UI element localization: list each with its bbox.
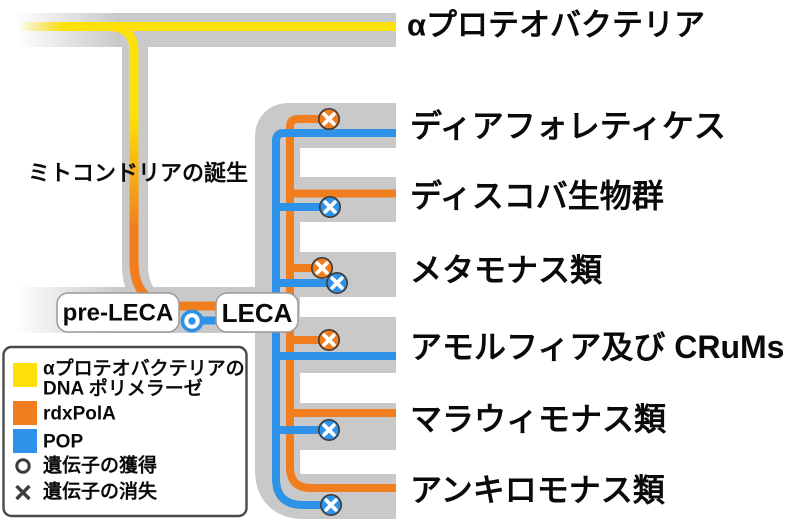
legend-label-gain: 遺伝子の獲得 bbox=[43, 454, 157, 477]
taxon-label-discoba: ディスコバ生物群 bbox=[410, 178, 664, 214]
pre-leca-label: pre-LECA bbox=[63, 300, 174, 327]
pop-loss-icon-metamonada bbox=[326, 272, 348, 294]
legend-label-loss: 遺伝子の消失 bbox=[43, 480, 158, 503]
gene-gain-legend-icon bbox=[15, 458, 31, 474]
taxon-label-malawimonas: マラウィモナス類 bbox=[410, 401, 667, 437]
pop-gain-icon-leca bbox=[180, 309, 204, 333]
gene-loss-legend-icon bbox=[15, 484, 31, 501]
legend-swatch-blue bbox=[13, 429, 37, 453]
taxon-label-metamonada: メタモナス類 bbox=[410, 252, 603, 288]
pop-loss-icon-discoba bbox=[319, 196, 341, 218]
pre-leca-box bbox=[56, 292, 180, 333]
rdxpola-loss-icon-diaphoretickes bbox=[318, 108, 340, 130]
taxon-label-amorphea-crums: アモルフィア及び CRuMs bbox=[410, 329, 784, 365]
legend-swatch-orange bbox=[13, 401, 37, 425]
taxon-label-ancyromonas: アンキロモナス類 bbox=[410, 472, 666, 508]
legend: αプロテオバクテリアの DNA ポリメラーゼ rdxPolA POP 遺伝子の獲… bbox=[2, 345, 248, 518]
event-label-mitochondria: ミトコンドリアの誕生 bbox=[28, 161, 248, 186]
pop-loss-icon-malawimonas bbox=[318, 419, 340, 441]
legend-box bbox=[2, 345, 248, 518]
legend-label-yellow-line1: αプロテオバクテリアの bbox=[43, 357, 245, 380]
leca-label: LECA bbox=[222, 298, 293, 328]
legend-label-rdxpola: rdxPolA bbox=[43, 404, 116, 425]
leca-box bbox=[215, 292, 299, 333]
pop-loss-icon-ancyromonas bbox=[320, 494, 342, 516]
rdxpola-loss-icon-metamonada bbox=[311, 257, 333, 279]
legend-label-pop: POP bbox=[43, 432, 83, 453]
alphaproteobacteria-label: αプロテオバクテリア bbox=[407, 8, 705, 43]
gene-event-markers bbox=[180, 108, 348, 516]
lineage-labels: αプロテオバクテリア ミトコンドリアの誕生 ディアフォレティケス ディスコバ生物… bbox=[28, 8, 784, 509]
legend-label-yellow-line2: DNA ポリメラーゼ bbox=[43, 377, 203, 400]
legend-swatch-yellow bbox=[13, 363, 37, 387]
rdxpola-loss-icon-amorphea bbox=[318, 329, 340, 351]
node-boxes: pre-LECA LECA bbox=[56, 292, 299, 333]
taxon-label-diaphoretickes: ディアフォレティケス bbox=[410, 108, 726, 144]
